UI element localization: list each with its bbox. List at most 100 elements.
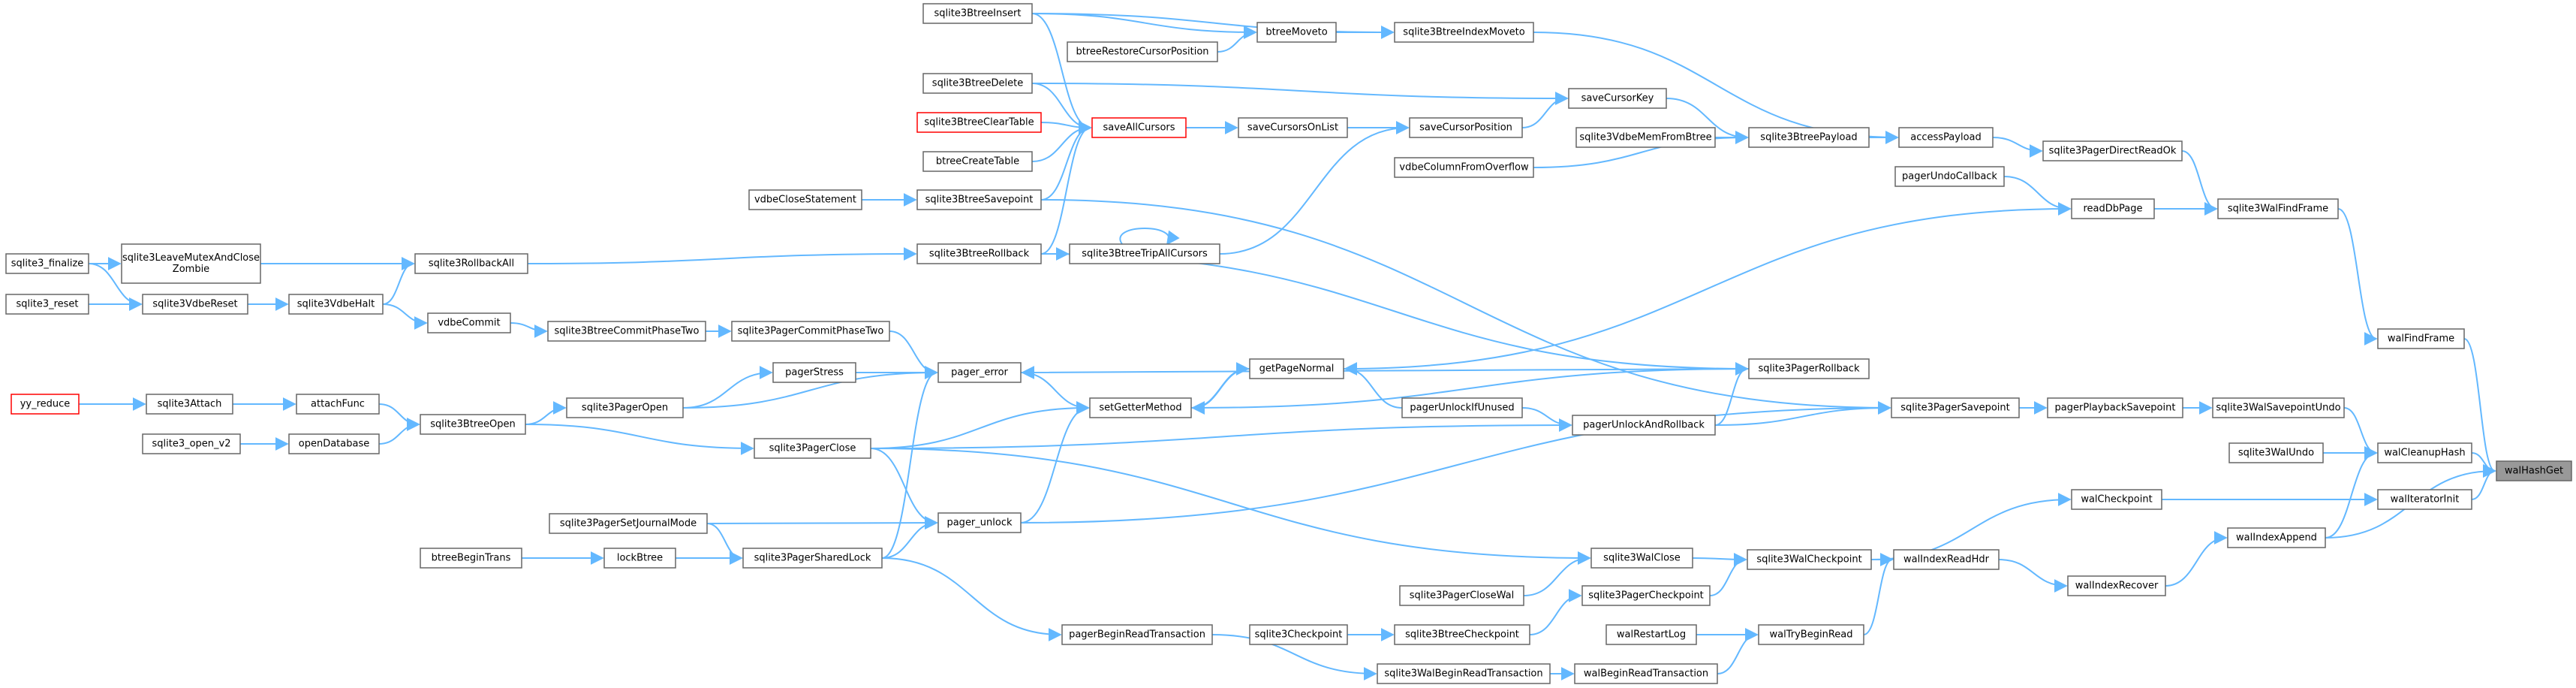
node-sqlite3-pager-direct-read-ok[interactable]: sqlite3PagerDirectReadOk bbox=[2042, 140, 2183, 161]
node-pager-error[interactable]: pager_error bbox=[937, 362, 1022, 383]
node-sqlite3-wal-find-frame[interactable]: sqlite3WalFindFrame bbox=[2217, 198, 2339, 219]
node-wal-index-recover[interactable]: walIndexRecover bbox=[2067, 575, 2166, 596]
node-label: sqlite3LeaveMutexAndClose bbox=[122, 252, 260, 264]
node-sqlite3-btree-clear-table[interactable]: sqlite3BtreeClearTable bbox=[916, 112, 1042, 133]
edge-set-getter-method-to-get-page-normal bbox=[1190, 362, 1250, 409]
node-sqlite3-btree-delete[interactable]: sqlite3BtreeDelete bbox=[922, 73, 1033, 94]
node-label: walIndexRecover bbox=[2075, 581, 2159, 592]
node-sqlite3-pager-open[interactable]: sqlite3PagerOpen bbox=[566, 397, 684, 418]
node-wal-index-read-hdr[interactable]: walIndexReadHdr bbox=[1893, 549, 2000, 570]
node-sqlite3-pager-shared-lock[interactable]: sqlite3PagerSharedLock bbox=[742, 548, 883, 569]
node-pager-unlock-and-rollback[interactable]: pagerUnlockAndRollback bbox=[1572, 415, 1716, 436]
node-wal-cleanup-hash[interactable]: walCleanupHash bbox=[2377, 442, 2472, 463]
node-label: pager_error bbox=[951, 367, 1008, 379]
node-sqlite3-rollback-all[interactable]: sqlite3RollbackAll bbox=[414, 253, 528, 274]
node-pager-playback-savepoint[interactable]: pagerPlaybackSavepoint bbox=[2047, 397, 2183, 418]
node-save-all-cursors[interactable]: saveAllCursors bbox=[1091, 117, 1187, 138]
node-save-cursor-position[interactable]: saveCursorPosition bbox=[1409, 117, 1523, 138]
node-lock-btree[interactable]: lockBtree bbox=[603, 548, 676, 569]
node-yy-reduce[interactable]: yy_reduce bbox=[11, 394, 80, 415]
edge-sqlite3-pager-shared-lock-to-pager-begin-read-transaction bbox=[881, 557, 1062, 641]
node-box bbox=[916, 243, 1042, 264]
node-box bbox=[142, 433, 241, 454]
node-set-getter-method[interactable]: setGetterMethod bbox=[1089, 397, 1192, 418]
node-sqlite3-pager-commit-phase-two[interactable]: sqlite3PagerCommitPhaseTwo bbox=[731, 321, 890, 342]
node-wal-try-begin-read[interactable]: walTryBeginRead bbox=[1758, 624, 1864, 645]
node-box bbox=[5, 294, 89, 315]
node-sqlite3-btree-commit-phase-two[interactable]: sqlite3BtreeCommitPhaseTwo bbox=[547, 321, 706, 342]
node-label: saveCursorKey bbox=[1581, 93, 1654, 104]
edge-sqlite3-btree-checkpoint-to-sqlite3-pager-checkpoint bbox=[1529, 589, 1582, 635]
node-sqlite3-attach[interactable]: sqlite3Attach bbox=[146, 394, 233, 415]
node-sqlite3-pager-savepoint[interactable]: sqlite3PagerSavepoint bbox=[1891, 397, 2020, 418]
node-sqlite3-reset[interactable]: sqlite3_reset bbox=[5, 294, 89, 315]
node-pager-stress[interactable]: pagerStress bbox=[772, 362, 856, 383]
node-sqlite3-pager-set-journal-mode[interactable]: sqlite3PagerSetJournalMode bbox=[549, 513, 708, 534]
node-pager-undo-callback[interactable]: pagerUndoCallback bbox=[1894, 166, 2005, 187]
node-wal-checkpoint[interactable]: walCheckpoint bbox=[2071, 489, 2162, 510]
node-sqlite3-pager-close[interactable]: sqlite3PagerClose bbox=[754, 438, 871, 459]
node-label: sqlite3RollbackAll bbox=[429, 258, 514, 270]
node-sqlite3-vdbe-mem-from-btree[interactable]: sqlite3VdbeMemFromBtree bbox=[1575, 127, 1716, 148]
node-save-cursors-on-list[interactable]: saveCursorsOnList bbox=[1238, 117, 1348, 138]
node-sqlite3-pager-checkpoint[interactable]: sqlite3PagerCheckpoint bbox=[1581, 585, 1711, 606]
node-sqlite3-btree-savepoint[interactable]: sqlite3BtreeSavepoint bbox=[916, 189, 1042, 210]
node-vdbe-commit[interactable]: vdbeCommit bbox=[427, 312, 511, 333]
edge-pager-unlock-if-unused-to-get-page-normal bbox=[1344, 362, 1403, 409]
node-box bbox=[296, 394, 380, 415]
node-wal-restart-log[interactable]: walRestartLog bbox=[1605, 624, 1697, 645]
node-sqlite3-open-v2[interactable]: sqlite3_open_v2 bbox=[142, 433, 241, 454]
node-sqlite3-finalize[interactable]: sqlite3_finalize bbox=[5, 253, 89, 274]
node-sqlite3-btree-insert[interactable]: sqlite3BtreeInsert bbox=[922, 3, 1033, 24]
node-pager-unlock-if-unused[interactable]: pagerUnlockIfUnused bbox=[1401, 397, 1523, 418]
node-box bbox=[1748, 127, 1870, 148]
edge-sqlite3-wal-close-to-sqlite3-wal-checkpoint bbox=[1692, 552, 1747, 566]
node-sqlite3-btree-checkpoint[interactable]: sqlite3BtreeCheckpoint bbox=[1394, 624, 1530, 645]
node-pager-unlock[interactable]: pager_unlock bbox=[937, 512, 1022, 533]
node-label: sqlite3BtreeCheckpoint bbox=[1405, 629, 1519, 641]
node-sqlite3-btree-rollback[interactable]: sqlite3BtreeRollback bbox=[916, 243, 1042, 264]
node-btree-create-table[interactable]: btreeCreateTable bbox=[922, 151, 1033, 172]
node-sqlite3-pager-close-wal[interactable]: sqlite3PagerCloseWal bbox=[1399, 585, 1524, 606]
node-wal-hash-get[interactable]: walHashGet bbox=[2496, 460, 2572, 481]
node-vdbe-column-from-overflow[interactable]: vdbeColumnFromOverflow bbox=[1394, 157, 1534, 178]
node-box bbox=[1394, 624, 1530, 645]
node-attach-func[interactable]: attachFunc bbox=[296, 394, 380, 415]
node-sqlite3-wal-savepoint-undo[interactable]: sqlite3WalSavepointUndo bbox=[2212, 397, 2345, 418]
node-get-page-normal[interactable]: getPageNormal bbox=[1249, 358, 1344, 379]
node-vdbe-close-statement[interactable]: vdbeCloseStatement bbox=[748, 189, 862, 210]
node-box bbox=[420, 548, 522, 569]
node-box bbox=[1409, 117, 1523, 138]
node-access-payload[interactable]: accessPayload bbox=[1898, 127, 1994, 148]
node-sqlite3-checkpoint[interactable]: sqlite3Checkpoint bbox=[1249, 624, 1348, 645]
node-pager-begin-read-transaction[interactable]: pagerBeginReadTransaction bbox=[1061, 624, 1213, 645]
node-sqlite3-btree-index-moveto[interactable]: sqlite3BtreeIndexMoveto bbox=[1394, 22, 1534, 43]
node-box bbox=[922, 73, 1033, 94]
node-box bbox=[1089, 397, 1192, 418]
node-read-db-page[interactable]: readDbPage bbox=[2071, 198, 2155, 219]
node-sqlite3-btree-payload[interactable]: sqlite3BtreePayload bbox=[1748, 127, 1870, 148]
node-sqlite3-wal-checkpoint[interactable]: sqlite3WalCheckpoint bbox=[1747, 549, 1872, 570]
node-sqlite3-pager-rollback[interactable]: sqlite3PagerRollback bbox=[1748, 358, 1870, 379]
node-wal-index-append[interactable]: walIndexAppend bbox=[2227, 527, 2326, 548]
node-sqlite3-vdbe-reset[interactable]: sqlite3VdbeReset bbox=[142, 294, 248, 315]
node-sqlite3-wal-begin-read-transaction[interactable]: sqlite3WalBeginReadTransaction bbox=[1377, 663, 1551, 684]
node-save-cursor-key[interactable]: saveCursorKey bbox=[1568, 88, 1667, 109]
node-open-database[interactable]: openDatabase bbox=[288, 433, 380, 454]
node-sqlite3-vdbe-halt[interactable]: sqlite3VdbeHalt bbox=[288, 294, 384, 315]
node-wal-iterator-init[interactable]: walIteratorInit bbox=[2377, 489, 2472, 510]
node-sqlite3-btree-open[interactable]: sqlite3BtreeOpen bbox=[420, 414, 526, 435]
node-wal-begin-read-transaction[interactable]: walBeginReadTransaction bbox=[1574, 663, 1718, 684]
node-sqlite3-wal-close[interactable]: sqlite3WalClose bbox=[1590, 548, 1693, 569]
node-sqlite3-wal-undo[interactable]: sqlite3WalUndo bbox=[2228, 442, 2324, 463]
node-box bbox=[1575, 127, 1716, 148]
node-sqlite3-btree-trip-all-cursors[interactable]: sqlite3BtreeTripAllCursors bbox=[1069, 243, 1220, 264]
node-wal-find-frame[interactable]: walFindFrame bbox=[2377, 328, 2465, 349]
node-btree-restore-cursor-position[interactable]: btreeRestoreCursorPosition bbox=[1067, 41, 1218, 62]
node-btree-begin-trans[interactable]: btreeBeginTrans bbox=[420, 548, 522, 569]
node-btree-moveto[interactable]: btreeMoveto bbox=[1256, 22, 1337, 43]
node-box bbox=[1590, 548, 1693, 569]
node-box bbox=[2067, 575, 2166, 596]
node-box bbox=[937, 512, 1022, 533]
